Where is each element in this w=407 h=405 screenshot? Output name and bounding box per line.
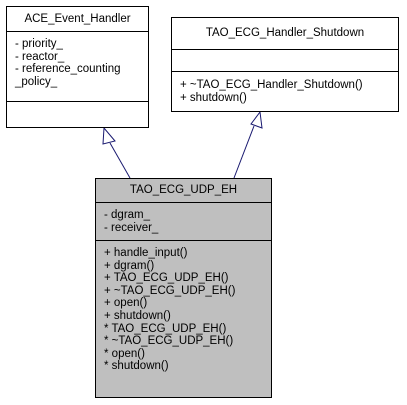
operation: + shutdown() bbox=[104, 309, 171, 322]
edge-udp-eh-to-handler-shutdown bbox=[233, 125, 255, 179]
class-title: ACE_Event_Handler bbox=[7, 7, 148, 32]
operation: * ~TAO_ECG_UDP_EH() bbox=[104, 335, 234, 348]
class-title: TAO_ECG_UDP_EH bbox=[96, 179, 271, 203]
operation: * TAO_ECG_UDP_EH() bbox=[104, 322, 227, 335]
attribute: - dgram_ bbox=[104, 209, 151, 221]
attributes-section: - dgram_ - receiver_ bbox=[96, 203, 271, 241]
class-tao-ecg-udp-eh: TAO_ECG_UDP_EH - dgram_ - receiver_ + ha… bbox=[95, 178, 272, 398]
operation: * shutdown() bbox=[104, 360, 169, 373]
operation: * open() bbox=[104, 347, 145, 360]
operation: + handle_input() bbox=[104, 247, 188, 259]
operation: + TAO_ECG_UDP_EH() bbox=[104, 272, 229, 285]
attribute: - receiver_ bbox=[104, 221, 159, 234]
operations-section bbox=[7, 102, 148, 127]
operation: + dgram() bbox=[104, 259, 155, 272]
operation: + open() bbox=[104, 297, 148, 310]
edge-udp-eh-to-ace-event-handler bbox=[109, 142, 131, 179]
attribute: - reactor_ bbox=[15, 50, 65, 63]
attributes-section: - priority_ - reactor_ - reference_count… bbox=[7, 32, 148, 102]
operation: + ~TAO_ECG_UDP_EH() bbox=[104, 284, 236, 297]
operation: + ~TAO_ECG_Handler_Shutdown() bbox=[180, 79, 363, 91]
class-tao-ecg-handler-shutdown: TAO_ECG_Handler_Shutdown + ~TAO_ECG_Hand… bbox=[171, 17, 399, 112]
attribute: - reference_counting bbox=[15, 63, 121, 76]
arrowhead-handler-shutdown bbox=[250, 110, 263, 129]
arrowhead-ace-event-handler bbox=[102, 126, 116, 145]
operations-section: + ~TAO_ECG_Handler_Shutdown() + shutdown… bbox=[172, 72, 398, 111]
attributes-section bbox=[172, 50, 398, 72]
attribute: _policy_ bbox=[15, 75, 58, 88]
class-title: TAO_ECG_Handler_Shutdown bbox=[172, 18, 398, 50]
class-ace-event-handler: ACE_Event_Handler - priority_ - reactor_… bbox=[6, 6, 149, 128]
operations-section: + handle_input() + dgram() + TAO_ECG_UDP… bbox=[96, 241, 271, 397]
operation: + shutdown() bbox=[180, 91, 247, 104]
attribute: - priority_ bbox=[15, 38, 63, 50]
